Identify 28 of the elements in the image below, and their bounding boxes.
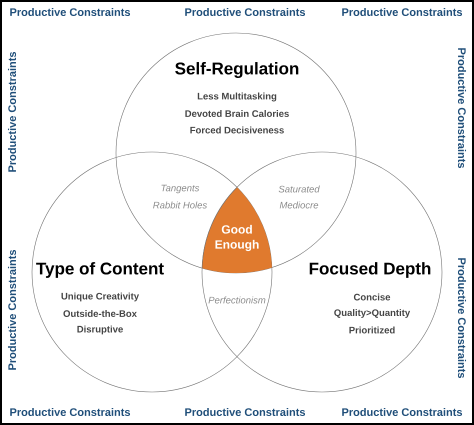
list-item: Disruptive (77, 326, 123, 334)
heading: Self-Regulation (175, 62, 298, 78)
border-label: Productive Constraints (185, 8, 306, 16)
region-label: Saturated (278, 186, 320, 192)
region-label: Mediocre (280, 202, 318, 208)
list-item: Devoted Brain Calories (185, 110, 289, 117)
intersection-region: Good Enough (215, 224, 259, 252)
border-label: Productive Constraints (8, 250, 16, 370)
region-label: Rabbit Holes (153, 202, 207, 208)
border-label: Productive Constraints (458, 48, 466, 168)
region-label: Perfectionism (208, 296, 266, 304)
list-item: Prioritized (349, 326, 395, 334)
border-label: Productive Constraints (8, 52, 16, 172)
border-label: Productive Constraints (10, 408, 130, 416)
heading: Type of Content (36, 262, 164, 278)
border-label: Productive Constraints (342, 408, 462, 416)
border-label: Productive Constraints (10, 8, 130, 16)
list-item: Concise (354, 294, 390, 300)
heading: Focused Depth (310, 262, 430, 278)
list-item: Quality>Quantity (334, 309, 410, 318)
border-label: Productive Constraints (185, 408, 306, 416)
border-label: Productive Constraints (342, 8, 462, 16)
list-item: Outside-the-Box (63, 310, 137, 317)
list-item: Less Multitasking (198, 92, 276, 102)
region-label: Tangents (161, 184, 200, 194)
list-item: Forced Decisiveness (190, 126, 284, 134)
border-label: Productive Constraints (458, 258, 466, 378)
list-item: Unique Creativity (62, 292, 140, 302)
